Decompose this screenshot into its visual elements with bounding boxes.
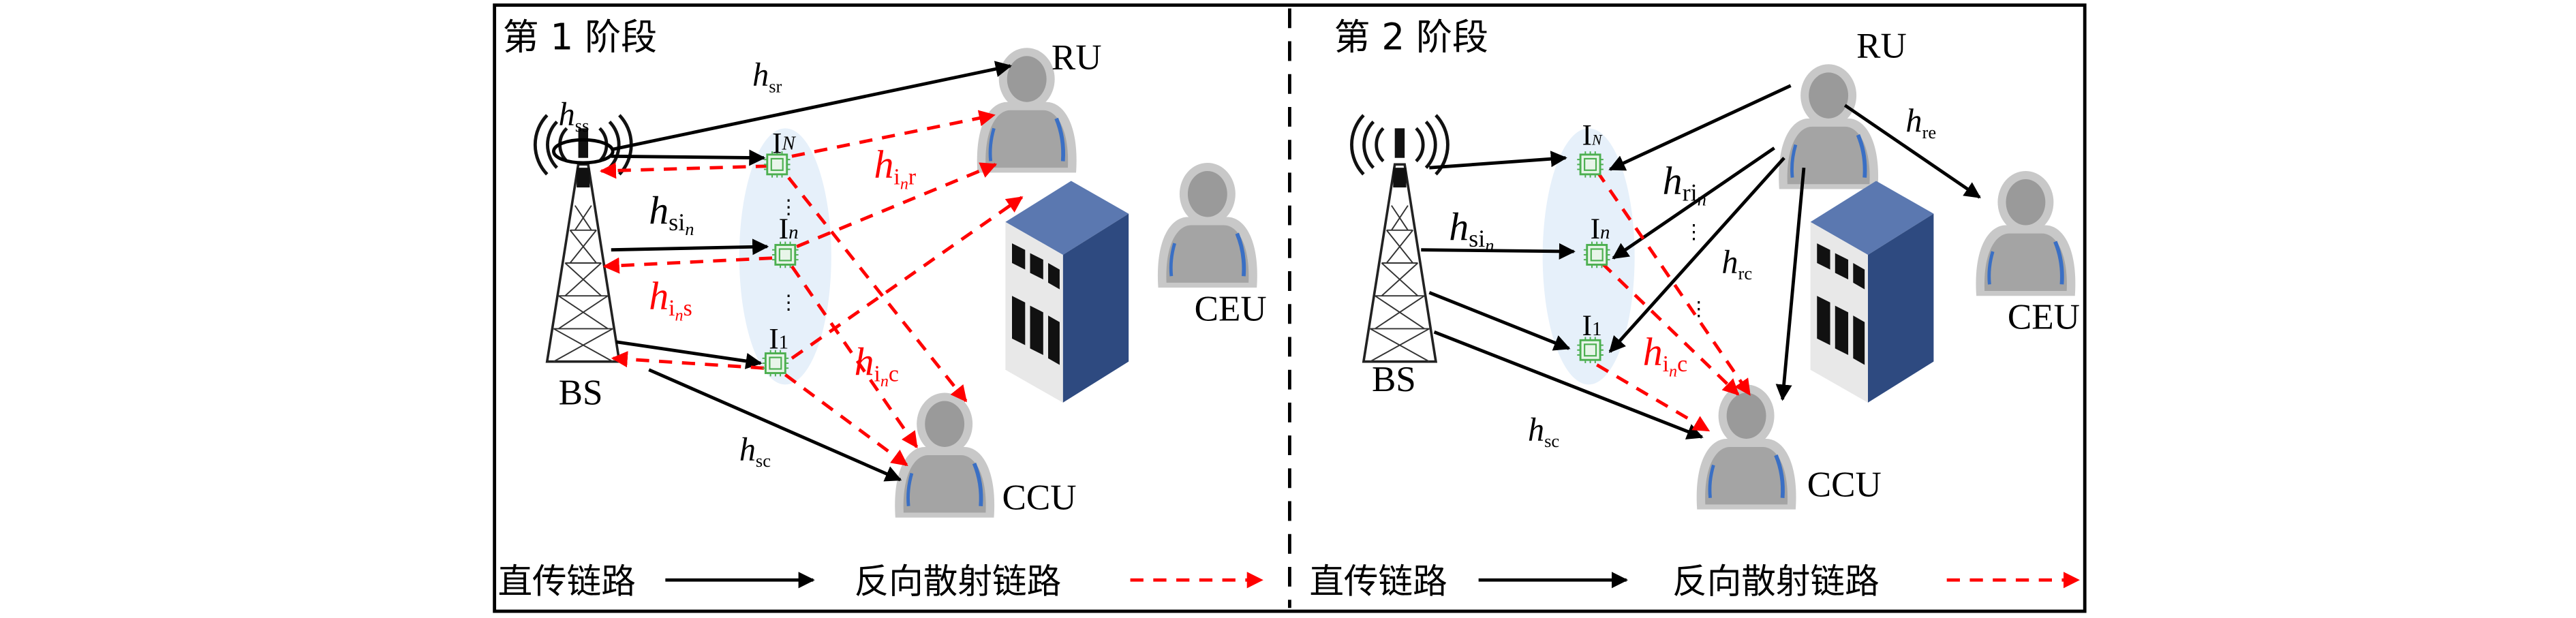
link-h-sr: [611, 61, 1012, 152]
irs-element-icon: [1576, 150, 1605, 179]
bs-link-in-s: [602, 256, 773, 274]
label-h-ins: hins: [649, 274, 692, 325]
link-h-sin: [1421, 243, 1576, 260]
link-h-rin: [1608, 157, 1785, 353]
label-h-sc: hsc: [739, 431, 771, 471]
link-h-sin: [611, 238, 769, 256]
link-bs-i1: [615, 340, 763, 369]
dots: ⋮: [779, 197, 799, 219]
ceu-person-icon: [1158, 163, 1257, 288]
node-label-bs: BS: [559, 373, 603, 412]
node-label-bs: BS: [1372, 360, 1416, 399]
irs-element-icon: [1582, 241, 1611, 269]
bs-link-in-s: [611, 351, 765, 370]
label-h-ss: hss: [559, 97, 589, 136]
irs-label-n: In: [779, 213, 799, 245]
server-building-icon: [1005, 181, 1129, 403]
ceu-person-icon: [1976, 171, 2075, 296]
node-label-ccu: CCU: [1807, 465, 1882, 504]
bs-link-in-c: [1595, 363, 1711, 432]
label-h-rc: hrc: [1721, 244, 1752, 283]
panel-stage-2: 第 2 阶段 BS RU CEU CCU IN: [1309, 16, 2080, 602]
node-label-ccu: CCU: [1002, 478, 1077, 518]
label-h-re: hre: [1905, 103, 1936, 142]
bs-link-in-c: [1600, 262, 1740, 396]
node-label-ceu: CEU: [2008, 297, 2080, 337]
irs-label-1: I1: [769, 322, 788, 355]
panel-title: 第 1 阶段: [503, 16, 657, 59]
label-h-sr: hsr: [752, 57, 782, 97]
bs-link-in-r: [791, 196, 1024, 360]
panel-title: 第 2 阶段: [1334, 16, 1488, 59]
dots: ⋮: [1689, 298, 1708, 320]
link-bs-in: [611, 149, 766, 166]
legend-direct-label: 直传链路: [1309, 561, 1447, 602]
link-bs-in: [1429, 151, 1567, 170]
bs-link-in-c: [784, 373, 908, 467]
label-h-sc: hsc: [1528, 412, 1559, 451]
link-h-rc: [1775, 167, 1806, 401]
label-h-rin: hrin: [1663, 159, 1706, 210]
figure-frame: [493, 3, 2087, 613]
node-label-ceu: CEU: [1195, 289, 1267, 328]
label-h-sin: hsin: [649, 188, 694, 239]
link-h-rin: [1608, 84, 1792, 171]
dots: ⋮: [1684, 221, 1704, 243]
irs-label-N: IN: [1582, 119, 1603, 151]
link-h-re: [1843, 104, 1981, 199]
dots: ⋮: [779, 292, 799, 314]
label-h-inc: hinc: [855, 339, 899, 390]
bs-tower-icon: [535, 115, 631, 362]
label-h-inr: hinr: [874, 142, 917, 194]
server-building-icon: [1810, 181, 1934, 403]
irs-label-1: I1: [1582, 309, 1602, 342]
link-h-rin: [1612, 146, 1775, 260]
link-bs-i1: [1428, 291, 1571, 351]
ccu-person-icon: [1697, 384, 1796, 509]
node-label-ru: RU: [1856, 27, 1907, 66]
link-h-sc: [648, 368, 902, 482]
irs-label-n: In: [1591, 213, 1610, 245]
panel-stage-1: 第 1 阶段 BS RU CEU CCU: [497, 16, 1266, 602]
bs-link-in-c: [787, 176, 968, 403]
legend-backscatter-label: 反向散射链路: [1672, 561, 1880, 602]
irs-label-N: IN: [772, 127, 796, 159]
legend-backscatter-label: 反向散射链路: [855, 561, 1062, 602]
link-h-sc: [1433, 330, 1704, 439]
label-h-inc: hinc: [1643, 329, 1687, 380]
label-h-sin: hsin: [1449, 204, 1494, 256]
ccu-person-icon: [895, 392, 994, 517]
bs-link-in-r: [791, 110, 996, 158]
bs-tower-icon: [1351, 115, 1447, 362]
self-loop: [551, 138, 615, 165]
irs-element-icon: [771, 241, 800, 269]
bs-link-in-s: [599, 162, 769, 179]
legend-direct-label: 直传链路: [497, 561, 635, 602]
ru-person-icon: [1779, 64, 1878, 189]
bs-link-in-r: [796, 162, 998, 249]
node-label-ru: RU: [1052, 38, 1102, 78]
